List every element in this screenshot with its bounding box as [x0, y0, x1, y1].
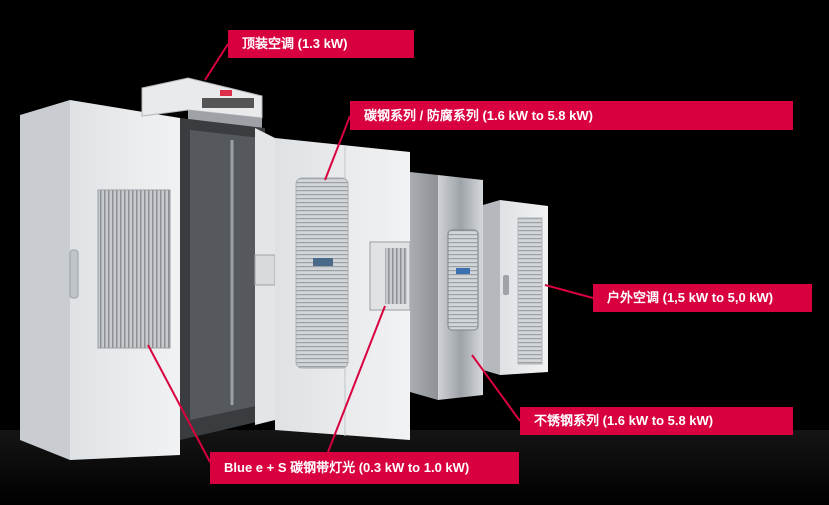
leader-lines — [147, 43, 594, 463]
cabinet-open — [180, 118, 276, 440]
cabinet-outdoor — [483, 200, 548, 375]
cabinet-left — [20, 100, 180, 460]
cooling-unit-blue-e — [295, 177, 349, 369]
cooling-unit-stainless — [447, 229, 479, 331]
label-stainless-series: 不锈钢系列 (1.6 kW to 5.8 kW) — [520, 407, 793, 435]
cabinet-stainless — [410, 172, 483, 400]
label-roof-ac: 顶装空调 (1.3 kW) — [228, 30, 414, 58]
label-carbon-steel-series: 碳钢系列 / 防腐系列 (1.6 kW to 5.8 kW) — [350, 101, 793, 130]
label-outdoor-ac: 户外空调 (1,5 kW to 5,0 kW) — [593, 284, 812, 312]
cabinet-left-cooling-unit — [97, 189, 171, 349]
cabinet-middle — [275, 138, 411, 440]
label-blue-e-series: Blue e + S 碳钢带灯光 (0.3 kW to 1.0 kW) — [210, 452, 519, 484]
